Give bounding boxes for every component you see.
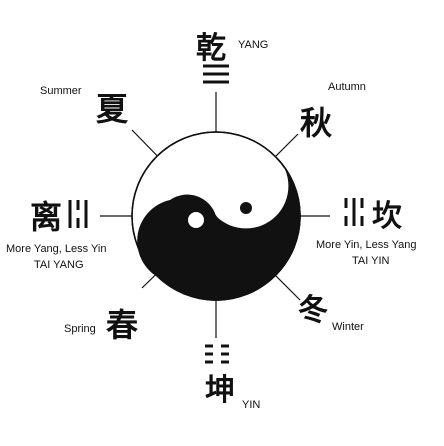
yang-eye [188,212,204,228]
char-qian: 乾 [196,31,226,66]
yin-yang-symbol [131,131,301,301]
char-xia: 夏 [96,90,129,128]
left-caption-1: More Yang, Less Yin [6,243,107,255]
trigram-earth-icon [205,344,229,364]
yin-eye [240,202,252,214]
char-chun: 春 [106,306,138,344]
trigram-fire-icon [68,200,88,228]
char-dong: 冬 [298,293,328,328]
left-caption-2: TAI YANG [34,259,84,271]
char-kun: 坤 [205,373,235,408]
label-yin: YIN [242,399,260,411]
circle-outline [131,131,301,301]
label-yang: YANG [238,39,268,51]
char-qiu: 秋 [300,104,332,142]
trigram-heaven-icon [203,64,229,84]
char-li: 离 [30,198,62,236]
char-kan: 坎 [372,199,402,234]
trigram-water-icon [344,198,364,226]
label-spring: Spring [64,323,96,335]
label-summer: Summer [40,85,82,97]
label-winter: Winter [332,321,364,333]
label-autumn: Autumn [328,81,366,93]
yang-bulge [228,178,272,222]
right-caption-1: More Yin, Less Yang [316,239,417,251]
right-caption-2: TAI YIN [352,255,390,267]
yin-bulge [158,202,222,266]
